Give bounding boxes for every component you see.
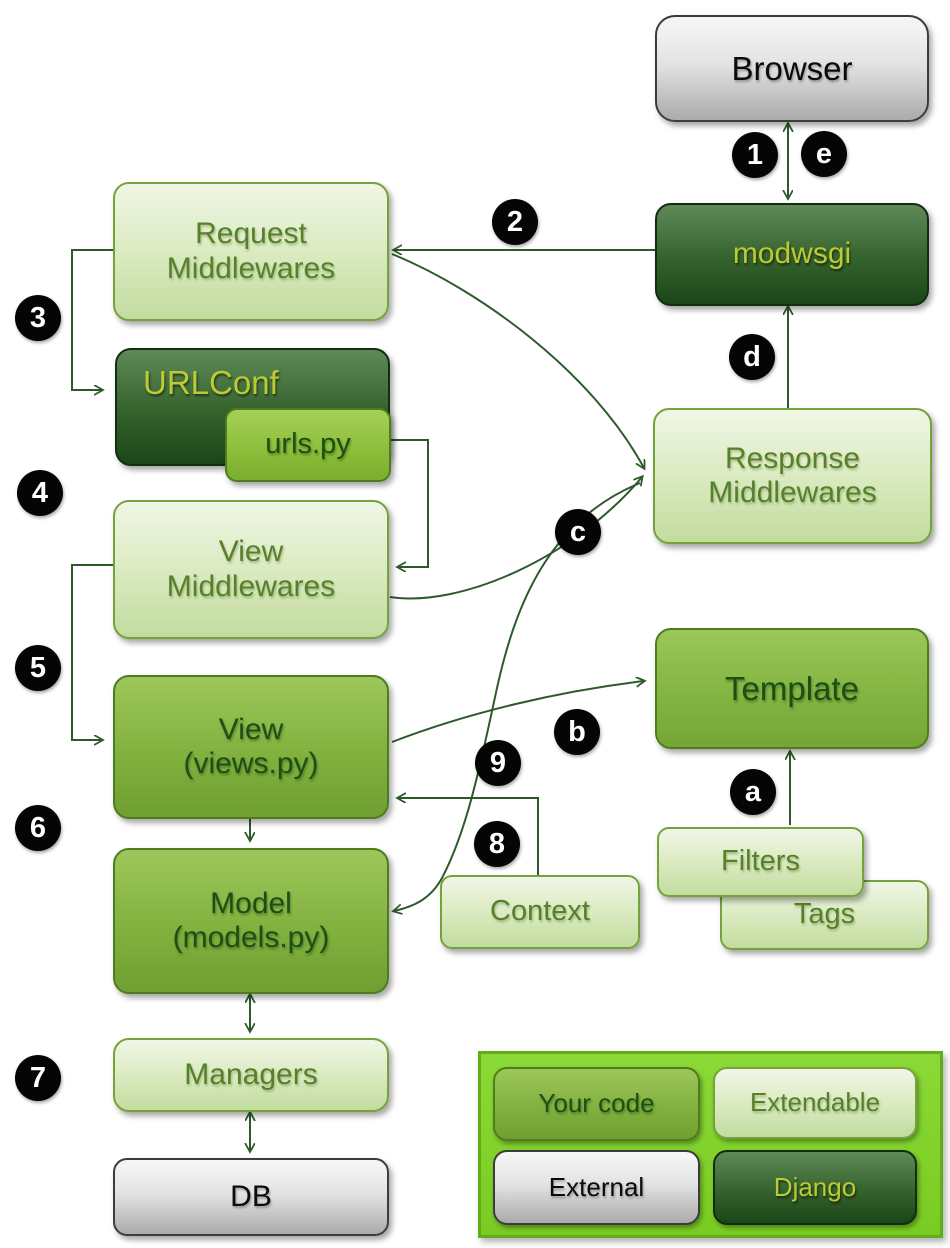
badge-d: d [729,334,775,380]
badge-b: b [554,709,600,755]
node-response-middlewares-label: Response Middlewares [708,441,877,510]
node-request-middlewares-label: Request Middlewares [166,217,336,285]
badge-2: 2 [492,199,538,245]
badge-e: e [801,131,847,177]
badge-1: 1 [732,132,778,178]
badge-3: 3 [15,295,61,341]
badge-9: 9 [475,740,521,786]
legend-external-label: External [548,1171,645,1202]
node-managers-label: Managers [184,1057,318,1091]
badge-5: 5 [15,645,61,691]
node-modwsgi-label: modwsgi [732,237,852,271]
arrow-context-to-view [398,798,539,875]
node-model: Model (models.py) [113,848,389,994]
legend-extendable: Extendable [713,1067,917,1139]
node-view-label: View (views.py) [183,712,319,781]
node-browser: Browser [655,15,929,122]
node-request-middlewares: Request Middlewares [113,182,389,321]
node-filters: Filters [657,827,864,897]
curve-requestmw-to-responsemw [391,253,644,468]
node-view-middlewares-label: View Middlewares [166,535,336,603]
node-modwsgi: modwsgi [655,203,929,306]
node-urlconf-label: URLConf [143,364,279,401]
node-browser-label: Browser [731,49,853,87]
node-context: Context [440,875,640,949]
arrow-requestmw-to-urlconf [71,249,113,390]
legend-your-code-label: Your code [538,1088,655,1119]
node-urls-py: urls.py [225,408,391,482]
curve-viewmw-to-responsemw [389,477,642,600]
badge-6: 6 [15,805,61,851]
node-model-label: Model (models.py) [172,886,330,955]
node-view-middlewares: View Middlewares [113,500,389,639]
curve-junction-to-model [394,482,641,911]
curve-view-to-template [391,681,644,743]
node-filters-label: Filters [721,845,800,878]
node-response-middlewares: Response Middlewares [653,408,932,544]
legend-panel: Your code Extendable External Django [478,1051,943,1238]
node-db-label: DB [230,1179,272,1213]
node-tags-label: Tags [793,898,856,931]
badge-4: 4 [17,470,63,516]
node-template: Template [655,628,929,749]
legend-extendable-label: Extendable [749,1087,881,1118]
legend-django: Django [713,1150,917,1225]
badge-a: a [730,769,776,815]
node-context-label: Context [490,895,590,928]
arrow-viewmw-to-view [71,564,113,740]
badge-c: c [555,509,601,555]
node-urls-py-label: urls.py [265,428,351,461]
node-db: DB [113,1158,389,1236]
node-view: View (views.py) [113,675,389,819]
node-template-label: Template [725,669,859,707]
node-managers: Managers [113,1038,389,1112]
badge-7: 7 [15,1055,61,1101]
legend-external: External [493,1150,700,1225]
legend-your-code: Your code [493,1067,700,1141]
legend-django-label: Django [773,1171,857,1202]
badge-8: 8 [474,821,520,867]
arrow-urlspy-to-viewmw [387,439,429,567]
